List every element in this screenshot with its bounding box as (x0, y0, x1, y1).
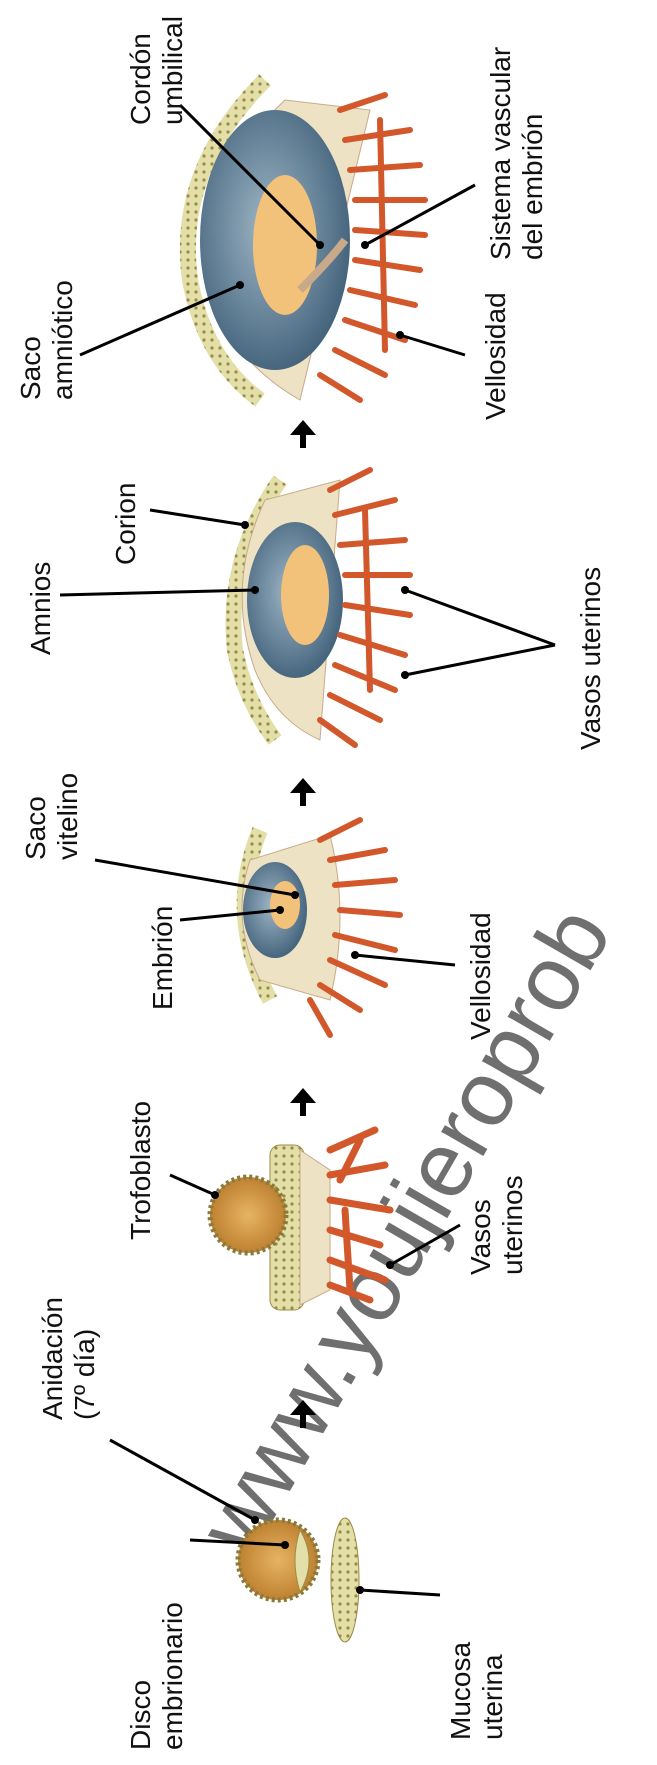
stage-5-saco-amniotico (188, 80, 425, 400)
leader-amnios (60, 590, 255, 595)
leader-vellosidad-1 (355, 955, 455, 965)
label-vellosidad-1: Vellosidad (465, 912, 496, 1040)
stage-4-amnios-corion (233, 470, 410, 745)
leader-corion (150, 510, 245, 525)
label-cordon-umbilical: Cordón umbilical (125, 16, 188, 125)
stage-arrow-icon (290, 420, 316, 448)
stage5-embryo (253, 175, 317, 315)
label-saco-vitelino: Saco vitelino (20, 773, 83, 860)
leader-trofoblasto (170, 1175, 215, 1195)
stage-arrow-icon (290, 778, 316, 806)
label-corion: Corion (110, 483, 141, 565)
mucosa-strip (331, 1518, 359, 1642)
leader-vasos-2a (405, 590, 555, 645)
stage-arrow-icon (290, 1088, 316, 1116)
label-anidacion: Anidación (7º día) (37, 1289, 100, 1420)
stage2-decidua (300, 1150, 330, 1305)
stage4-embryo (281, 545, 329, 645)
stage2-blastocyst (210, 1177, 286, 1253)
label-mucosa-uterina: Mucosa uterina (445, 1634, 508, 1740)
stage3-embryo (270, 881, 300, 929)
label-sistema-vascular: Sistema vascular del embrión (485, 39, 548, 260)
label-amnios: Amnios (25, 562, 56, 655)
leader-mucosa (360, 1590, 440, 1595)
label-trofoblasto: Trofoblasto (125, 1101, 156, 1240)
leader-vasos-2b (405, 645, 555, 675)
label-embrion: Embrión (147, 906, 178, 1010)
label-disco-embrionario: Disco embrionario (125, 1602, 188, 1750)
label-vasos-uterinos-2: Vasos uterinos (575, 567, 606, 750)
stage-1-blastocyst (238, 1518, 359, 1642)
stage-3-early-embryo (242, 820, 400, 1035)
label-vellosidad-2: Vellosidad (480, 292, 511, 420)
label-saco-amniotico: Saco amniótico (15, 280, 78, 400)
leader-vellosidad-2 (400, 335, 465, 355)
